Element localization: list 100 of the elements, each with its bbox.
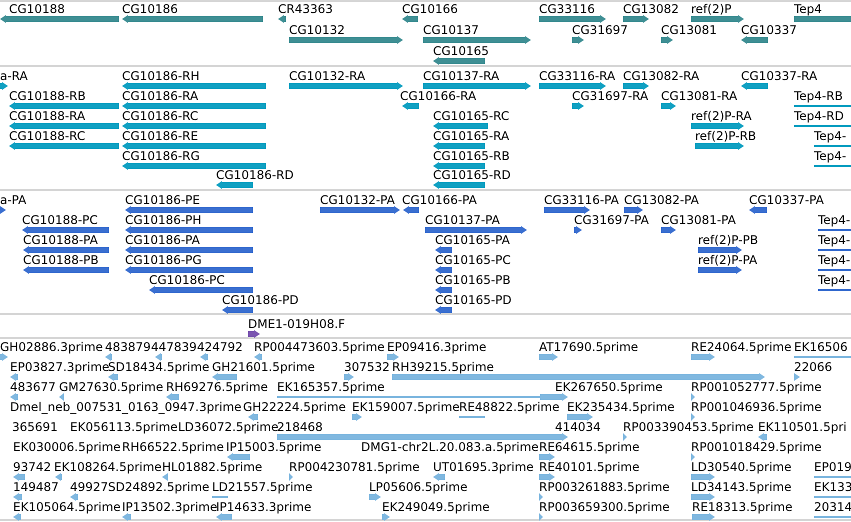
feature-label: IP15003.5prime [226,440,322,454]
feature-label: EK267650.5prime [555,380,663,394]
feature-label: CG33116 [539,2,595,16]
feature-label: CG10337-PA [749,193,824,207]
feature-label: CG10337-RA [741,69,818,83]
feature-label: CG10186 [122,2,178,16]
feature-label: EK030006.5prime [13,440,121,454]
feature-label: RP004473603.5prime [254,340,385,354]
feature-label: CG10132-RA [289,69,366,83]
feature-label: 414034 [555,420,601,434]
feature-label: CG10165-RC [433,109,510,123]
feature-label: DMG1-chr2L.20.083.a.5prime [361,440,539,454]
feature-label: RP003659300.5prime [539,500,670,514]
feature-label: CG13082-RA [623,69,700,83]
feature-label: EK165357.5prime [277,380,385,394]
feature-label: Dmel_neb_007531_0163_0947.3prime [10,400,242,414]
feature-label: EK16506 [794,340,848,354]
feature-label: CG10137-RA [423,69,500,83]
feature-label: EP03827.3prime [10,360,110,374]
feature-label: LD30540.5prime [691,460,792,474]
feature-label: IP14633.3prime [216,500,312,514]
feature-label: DME1-019H08.F [248,317,346,331]
feature-label: a-PA [0,193,26,207]
feature-label: RE48822.5prime [459,400,560,414]
feature-label: 49927 [70,480,108,494]
feature-label: CG31697-PA [574,213,649,227]
feature-label: CG13082-PA [624,193,699,207]
feature-label: 22066 [794,360,832,374]
feature-label: CG10137-PA [425,213,500,227]
feature-label: CG10165-PC [435,253,511,267]
feature-label: CG10188-PB [23,253,99,267]
feature-label: ref(2)P-RB [695,129,756,143]
feature-label: CG10186-PH [125,213,202,227]
feature-label: CG10186-RG [122,149,200,163]
feature-label: SD18434.5prime [108,360,210,374]
feature-label: CG10166-PA [402,193,477,207]
feature-label: CG13081-PA [661,213,736,227]
feature-label: CG10186-RD [216,168,294,182]
feature-label: CG10186-RH [122,69,200,83]
feature-label: 149487 [13,480,59,494]
feature-label: RH66522.5prime [122,440,224,454]
feature-label: 93742 [13,460,52,474]
feature-label: CG10165-RB [433,149,510,163]
feature-label: Tep4- [818,253,850,267]
feature-label: CG10188 [9,2,65,16]
feature-label: CG10188-RA [9,109,86,123]
feature-label: EK105064.5prime [13,500,121,514]
feature-label: Tep4- [818,233,850,247]
feature-label: RH69276.5prime [166,380,268,394]
feature-label: ref(2)P-RA [691,109,752,123]
feature-label: CG10188-PA [23,233,98,247]
feature-label: LD21557.5prime [212,480,313,494]
feature-label: HL01882.5prime [162,460,262,474]
feature-label: CG10165-PD [435,293,512,307]
feature-label: CG13081-RA [661,89,738,103]
feature-label: RP001052777.5prime [691,380,822,394]
feature-label: CG10186-PG [125,253,202,267]
feature-label: CG10186-PA [125,233,200,247]
feature-label: 307532 [344,360,390,374]
feature-label: CR43363 [278,2,333,16]
feature-label: 218468 [277,420,323,434]
feature-label: IP13502.3prime [122,500,218,514]
feature-label: EK249049.5prime [382,500,490,514]
feature-label: CG10166 [402,2,458,16]
feature-label: CG10165-RA [433,129,510,143]
feature-label: RP004230781.5prime [289,460,420,474]
feature-label: RH39215.5prime [392,360,494,374]
feature-label: CG10165-RD [433,168,511,182]
feature-label: RE64615.5prime [539,440,640,454]
feature-label: 483677 [10,380,56,394]
feature-label: GH02886.3prime [0,340,103,354]
feature-label: CG10165-PA [435,233,510,247]
feature-label: CG10188-RB [9,89,86,103]
feature-label: EK056113.5prime [70,420,178,434]
feature-label: RP001046936.5prime [691,400,822,414]
feature-label: GM27630.5prime [59,380,164,394]
feature-label: GH21601.5prime [212,360,315,374]
feature-label: LD36072.5prime [178,420,279,434]
feature-label: Tep4-RD [794,109,844,123]
feature-label: a-RA [0,69,28,83]
feature-label: Tep4- [814,129,846,143]
feature-label: CG10188-RC [9,129,86,143]
feature-label: EK133 [814,480,851,494]
feature-label: EK110501.5pri [758,420,847,434]
feature-label: CG10188-PC [22,213,98,227]
feature-label: Tep4 [794,2,822,16]
feature-label: CG10186-RC [122,109,198,123]
feature-label: Tep4-RB [794,89,843,103]
feature-label: CG10165 [433,44,489,58]
feature-label: RE18313.5prime [692,500,792,514]
feature-label: AT17690.5prime [539,340,638,354]
feature-label: RP001018429.5prime [691,440,822,454]
feature-label: Tep4- [818,213,850,227]
feature-label: CG10186-PD [222,293,299,307]
feature-label: CG13081 [661,23,717,37]
feature-label: Tep4- [818,273,850,287]
feature-label: CG10132-PA [320,193,395,207]
feature-label: LD34143.5prime [691,480,792,494]
feature-label: CG13082 [623,2,679,16]
feature-label: ref(2)P [691,2,732,16]
